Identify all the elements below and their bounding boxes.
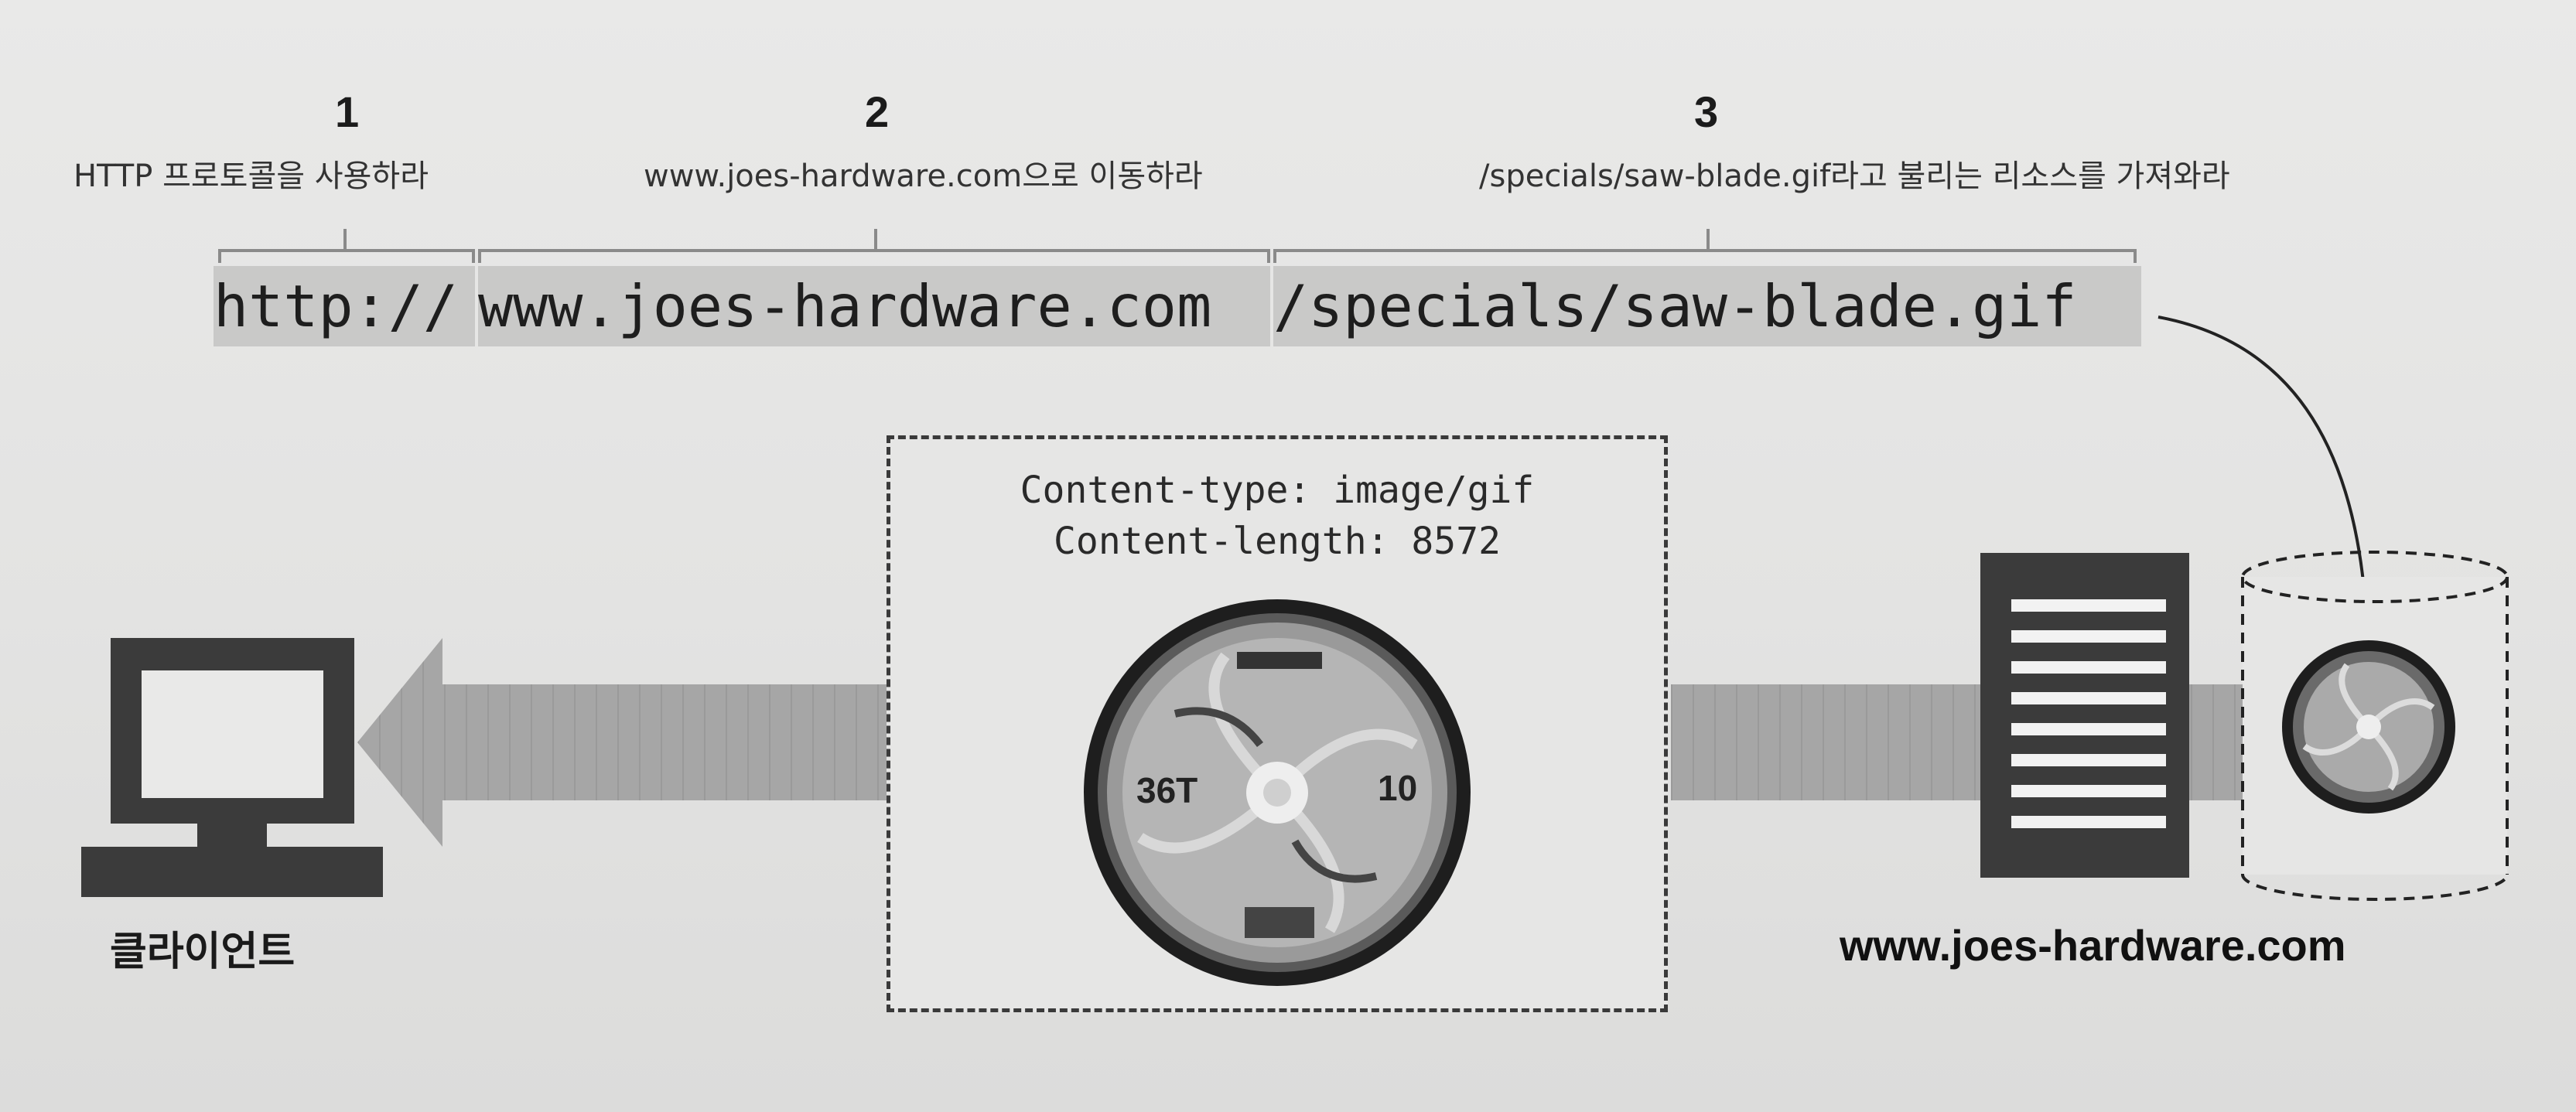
client-label: 클라이언트 — [110, 929, 296, 975]
response-content-box: Content-type: image/gif Content-length: … — [887, 435, 1668, 1012]
server-icon — [1980, 553, 2189, 878]
server-label: www.joes-hardware.com — [1840, 921, 2346, 970]
content-type-header: Content-type: image/gif — [1020, 469, 1535, 512]
saw-blade-icon: 36T 10 — [1084, 599, 1471, 986]
step-number-3: 3 — [1694, 87, 1719, 136]
svg-text:10: 10 — [1378, 768, 1417, 808]
response-arrow — [357, 638, 903, 847]
step-number-2: 2 — [865, 87, 890, 136]
bracket-host — [478, 229, 1270, 263]
url-host: www.joes-hardware.com — [478, 266, 1270, 346]
computer-icon — [81, 638, 383, 897]
database-icon — [2241, 551, 2509, 901]
content-length-header: Content-length: 8572 — [1054, 520, 1501, 563]
step-number-1: 1 — [335, 87, 360, 136]
url-scheme: http:// — [214, 266, 475, 346]
step-description-1: HTTP 프로토콜을 사용하라 — [73, 159, 429, 194]
bracket-path — [1273, 229, 2137, 263]
bracket-scheme — [218, 229, 475, 263]
step-description-3: /specials/saw-blade.gif라고 불리는 리소스를 가져와라 — [1479, 159, 2230, 194]
url-path: /specials/saw-blade.gif — [1273, 266, 2141, 346]
step-description-2: www.joes-hardware.com으로 이동하라 — [644, 159, 1203, 194]
svg-text:36T: 36T — [1136, 770, 1197, 810]
saw-blade-small-icon — [2282, 640, 2455, 814]
